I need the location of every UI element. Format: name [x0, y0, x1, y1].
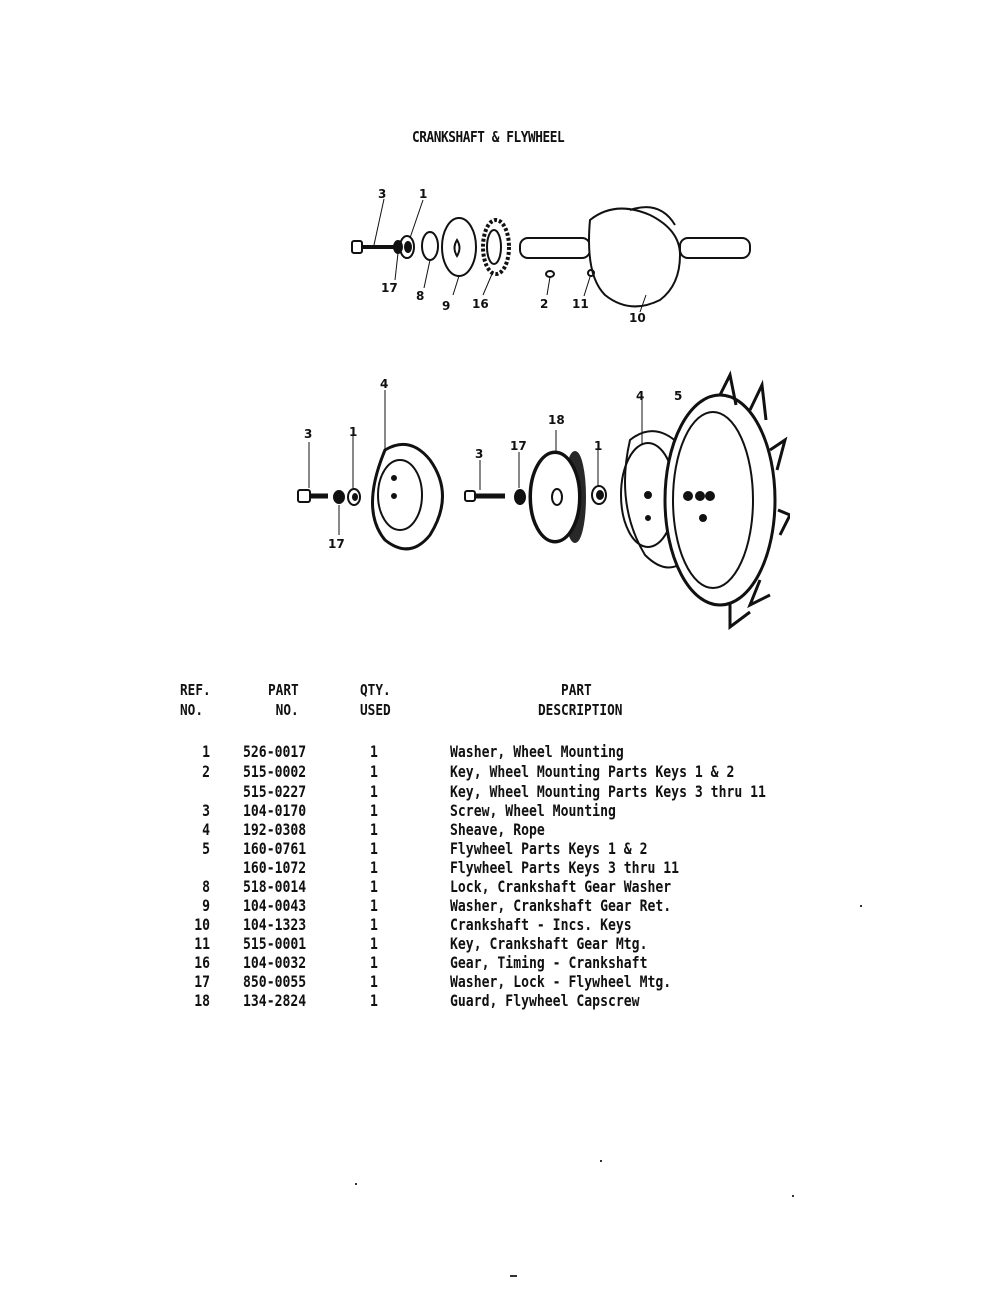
scan-speck	[355, 1183, 357, 1185]
callout-8: 8	[416, 289, 424, 303]
callout-4-right: 4	[636, 389, 644, 403]
page-title: CRANKSHAFT & FLYWHEEL	[412, 128, 565, 146]
header-part-description: PART DESCRIPTION	[538, 681, 623, 719]
callout-17: 17	[381, 281, 398, 295]
callout-1-left: 1	[349, 425, 357, 439]
scan-speck	[792, 1195, 794, 1197]
callout-17-right: 17	[510, 439, 527, 453]
callout-1-right: 1	[594, 439, 602, 453]
header-part-no: PART NO.	[268, 681, 299, 719]
callout-10: 10	[629, 311, 646, 325]
crankshaft-exploded-diagram: 3 1 17 8 9 16 2 11 10	[351, 187, 751, 325]
callout-5: 5	[674, 389, 682, 403]
callout-17-left: 17	[328, 537, 345, 551]
scan-speck	[600, 1160, 602, 1162]
flywheel-exploded-diagram: 4 3 1 17 18 3 17 1 4 5	[297, 370, 790, 630]
callout-2: 2	[540, 297, 548, 311]
callout-16: 16	[472, 297, 489, 311]
scan-speck	[860, 905, 862, 907]
scan-speck	[510, 1275, 517, 1277]
callout-11: 11	[572, 297, 589, 311]
header-ref-no: REF. NO.	[180, 681, 211, 719]
callout-3-right: 3	[475, 447, 483, 461]
header-qty-used: QTY. USED	[360, 681, 391, 719]
callout-18: 18	[548, 413, 565, 427]
callout-9: 9	[442, 299, 450, 313]
callout-3: 3	[378, 187, 386, 201]
callout-4-left: 4	[380, 377, 388, 391]
callout-1: 1	[419, 187, 427, 201]
callout-3-left: 3	[304, 427, 312, 441]
